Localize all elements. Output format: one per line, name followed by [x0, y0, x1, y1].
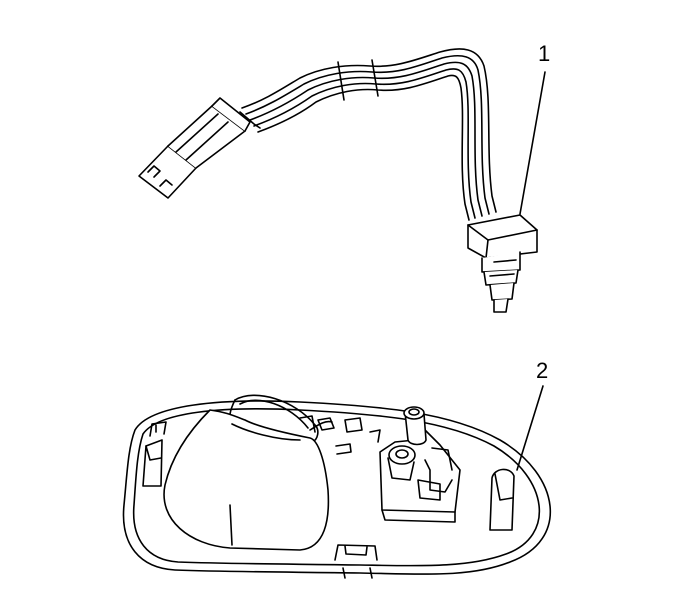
- trim-bezel: [123, 386, 550, 578]
- panel-features: [300, 416, 380, 454]
- callout-2: 2: [536, 358, 549, 383]
- mounting-boss: [380, 407, 460, 522]
- switch-harness-assembly: [139, 49, 545, 312]
- left-clip: [143, 440, 162, 486]
- right-clip: [490, 469, 514, 530]
- callout-1: 1: [538, 41, 551, 66]
- switch-boot: [164, 395, 332, 550]
- harness-connector: [139, 98, 260, 198]
- brake-switch: [468, 215, 537, 312]
- bottom-notch: [335, 545, 377, 578]
- harness-wires: [242, 49, 496, 220]
- leader-line-2: [517, 386, 543, 470]
- left-small-tab: [150, 422, 166, 436]
- leader-line-1: [520, 72, 545, 214]
